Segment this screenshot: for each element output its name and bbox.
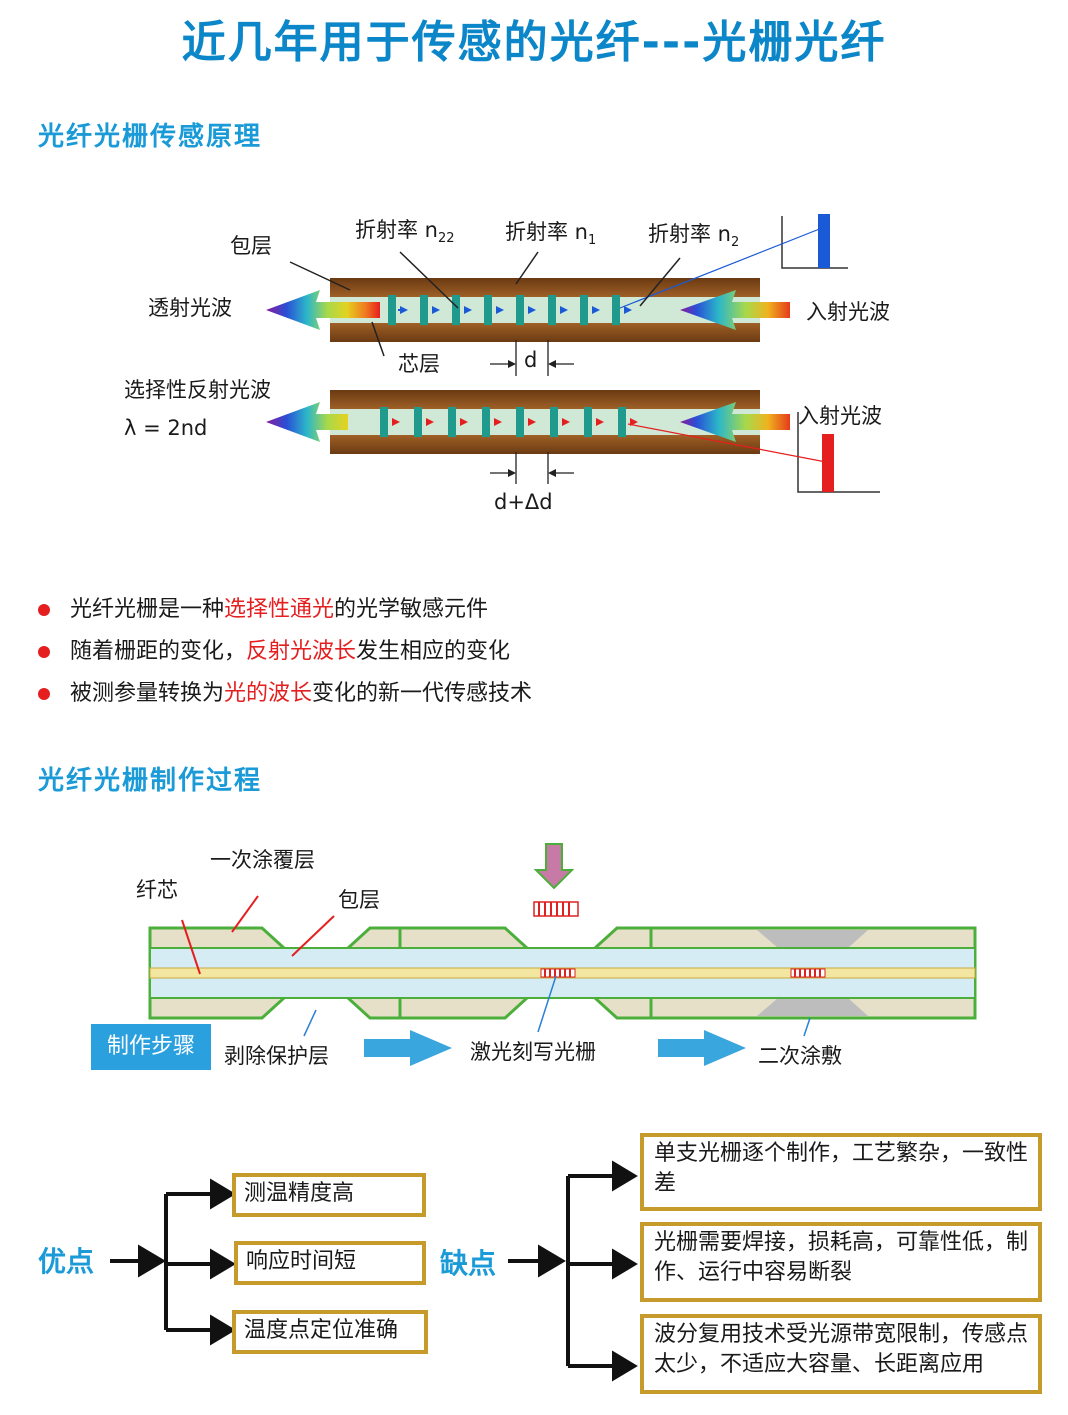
- label-n22: 折射率 n22: [355, 218, 455, 247]
- label-primary-coating: 一次涂覆层: [210, 848, 315, 872]
- bottom-red-arrows: [392, 418, 638, 426]
- bullet-dot-icon: [38, 688, 50, 700]
- label-fab-cladding: 包层: [338, 888, 380, 912]
- label-core: 芯层: [398, 352, 440, 376]
- steps-label-button: 制作步骤: [91, 1024, 211, 1070]
- bullet-item: 被测参量转换为光的波长变化的新一代传感技术: [38, 676, 532, 718]
- laser-arrow-icon: [533, 843, 575, 890]
- pro-item: 温度点定位准确: [232, 1310, 428, 1354]
- principle-heading: 光纤光栅传感原理: [38, 122, 263, 152]
- label-fiber-core: 纤芯: [136, 878, 178, 902]
- bullet-item: 光纤光栅是一种选择性通光的光学敏感元件: [38, 592, 532, 634]
- step-recoating: 二次涂敷: [758, 1044, 842, 1068]
- label-reflected: 选择性反射光波: [124, 378, 271, 402]
- label-n2: 折射率 n2: [648, 222, 740, 251]
- grating-principle-diagram: [266, 214, 880, 493]
- pro-item: 测温精度高: [232, 1173, 426, 1217]
- top-spectrum-peak: [818, 214, 830, 268]
- label-transmitted: 透射光波: [148, 296, 232, 320]
- bottom-spectrum-axes: [797, 412, 880, 493]
- label-incident-bottom: 入射光波: [798, 404, 882, 428]
- label-d-delta: d+Δd: [494, 490, 553, 514]
- bullet-dot-icon: [38, 604, 50, 616]
- bottom-spectrum-peak: [822, 434, 834, 492]
- bottom-grating-bars: [380, 407, 626, 437]
- con-item: 光栅需要焊接，损耗高，可靠性低，制作、运行中容易断裂: [640, 1222, 1042, 1302]
- step-laser-writing: 激光刻写光栅: [470, 1040, 596, 1064]
- bullet-list: 光纤光栅是一种选择性通光的光学敏感元件 随着栅距的变化，反射光波长发生相应的变化…: [38, 592, 532, 718]
- label-n1: 折射率 n1: [505, 220, 597, 249]
- grating-marks: [540, 968, 826, 978]
- label-incident-top: 入射光波: [806, 300, 890, 324]
- process-arrow-2-icon: [658, 1030, 746, 1066]
- transmitted-wave-arrow: [266, 290, 348, 330]
- reflected-wave-arrow: [266, 402, 348, 442]
- fabrication-heading: 光纤光栅制作过程: [38, 766, 263, 796]
- incident-wave-arrow-bottom: [680, 402, 790, 442]
- top-grating-bars: [388, 295, 620, 325]
- incident-wave-arrow-top: [680, 290, 790, 330]
- fabrication-diagram: [148, 843, 977, 1066]
- cons-label: 缺点: [440, 1247, 497, 1280]
- con-item: 波分复用技术受光源带宽限制，传感点太少，不适应大容量、长距离应用: [640, 1314, 1042, 1394]
- label-d: d: [524, 348, 538, 372]
- label-formula: λ = 2nd: [124, 416, 208, 440]
- top-blue-arrows: [398, 306, 632, 314]
- con-item: 单支光栅逐个制作，工艺繁杂，一致性差: [640, 1133, 1042, 1211]
- bullet-dot-icon: [38, 646, 50, 658]
- top-spectrum-axes: [781, 216, 848, 269]
- pro-item: 响应时间短: [234, 1241, 426, 1285]
- bullet-item: 随着栅距的变化，反射光波长发生相应的变化: [38, 634, 532, 676]
- label-cladding: 包层: [230, 234, 272, 258]
- pros-cons-connectors: [110, 1160, 638, 1382]
- step-strip-coating: 剥除保护层: [224, 1044, 329, 1068]
- page-title: 近几年用于传感的光纤---光栅光纤: [181, 17, 887, 68]
- pros-label: 优点: [38, 1245, 95, 1278]
- process-arrow-1-icon: [364, 1030, 452, 1066]
